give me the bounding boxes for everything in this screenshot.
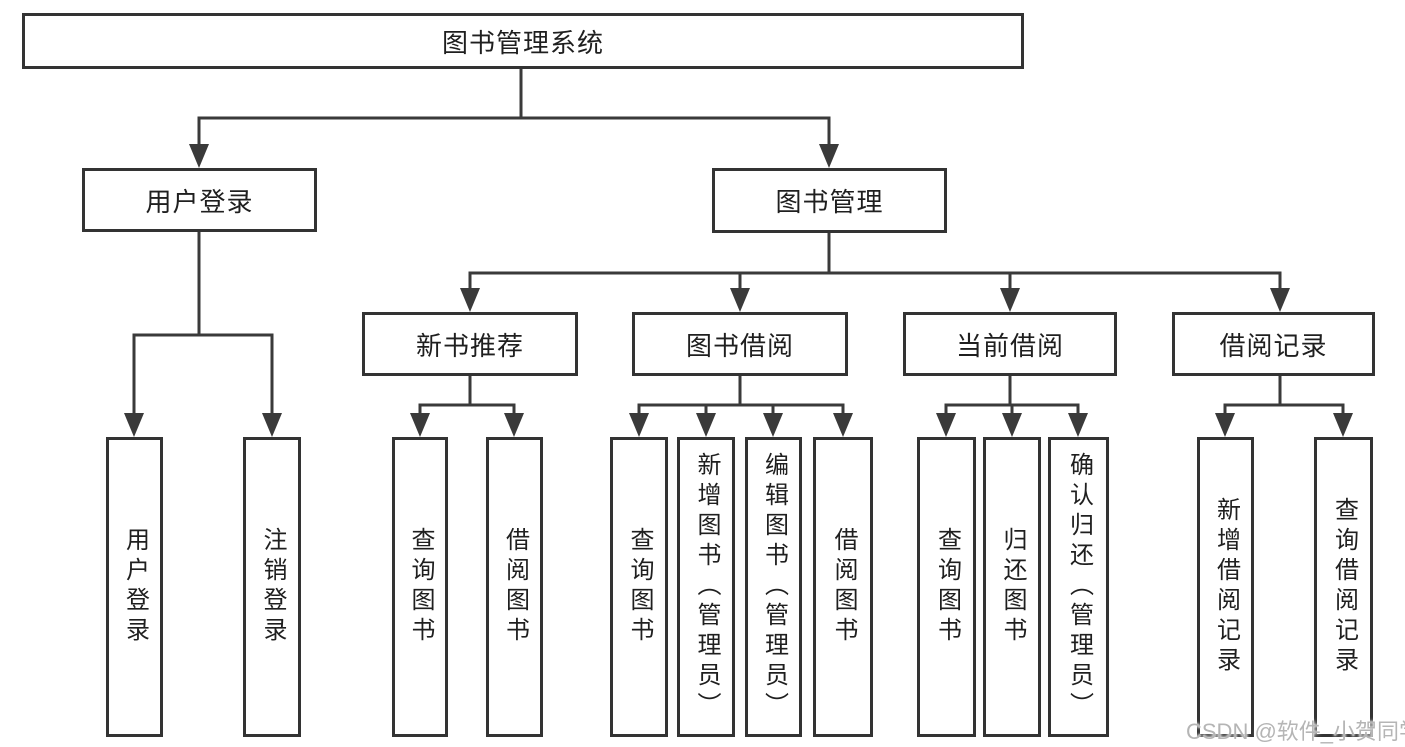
leaf-label: 查询图书 [626, 527, 653, 647]
leaf-label: 查询借阅记录 [1330, 497, 1358, 677]
management-to-level3-connector [460, 230, 1290, 312]
node-library-management-system: 图书管理系统 [22, 13, 1024, 69]
node-book-borrowing: 图书借阅 [632, 312, 848, 376]
leaf-label: 注销登录 [259, 527, 286, 647]
node-book-management-group: 图书管理 [712, 168, 947, 233]
leaf-return-books: 归还图书 [983, 437, 1041, 737]
leaf-query-borrow-record: 查询借阅记录 [1314, 437, 1373, 737]
leaf-label: 查询图书 [407, 527, 434, 647]
leaf-query-books-current: 查询图书 [917, 437, 976, 737]
leaf-user-login: 用户登录 [106, 437, 163, 737]
leaf-borrow-books-recommend: 借阅图书 [486, 437, 543, 737]
leaf-label: 新增图书（管理员） [693, 452, 720, 722]
node-label: 新书推荐 [415, 330, 524, 361]
node-borrowing-records: 借阅记录 [1172, 312, 1375, 376]
leaf-label: 查询图书 [933, 527, 961, 647]
node-label: 用户登录 [145, 186, 254, 217]
leaf-borrow-books: 借阅图书 [813, 437, 873, 737]
node-label: 图书借阅 [685, 330, 794, 361]
leaf-logout: 注销登录 [243, 437, 301, 737]
root-to-level2-connector [189, 67, 839, 168]
current-to-leaves-connector [936, 374, 1088, 437]
leaf-label: 编辑图书（管理员） [760, 452, 788, 722]
leaf-add-borrow-record: 新增借阅记录 [1197, 437, 1254, 737]
records-to-leaves-connector [1215, 373, 1353, 437]
leaf-edit-books-admin: 编辑图书（管理员） [745, 437, 802, 737]
node-current-borrowing: 当前借阅 [903, 312, 1117, 376]
recommend-to-leaves-connector [410, 374, 524, 437]
leaf-add-books-admin: 新增图书（管理员） [677, 437, 735, 737]
leaf-query-books-borrowing: 查询图书 [610, 437, 668, 737]
node-label: 图书管理 [775, 187, 884, 217]
node-new-book-recommend: 新书推荐 [362, 312, 578, 376]
leaf-confirm-return-admin: 确认归还（管理员） [1048, 437, 1109, 737]
borrowing-to-leaves-connector [629, 374, 853, 437]
leaf-label: 借阅图书 [830, 527, 857, 647]
node-label: 借阅记录 [1219, 330, 1328, 361]
node-label: 当前借阅 [955, 330, 1064, 361]
node-user-login-group: 用户登录 [82, 168, 317, 232]
leaf-label: 归还图书 [999, 527, 1026, 647]
login-to-leaves-connector [124, 230, 282, 437]
leaf-label: 用户登录 [121, 527, 149, 647]
leaf-label: 新增借阅记录 [1212, 497, 1240, 677]
csdn-watermark: CSDN @软件_小贺同学 [1186, 719, 1405, 744]
node-label: 图书管理系统 [441, 27, 604, 58]
leaf-query-books-recommend: 查询图书 [392, 437, 448, 737]
leaf-label: 确认归还（管理员） [1065, 452, 1093, 722]
leaf-label: 借阅图书 [501, 527, 529, 647]
